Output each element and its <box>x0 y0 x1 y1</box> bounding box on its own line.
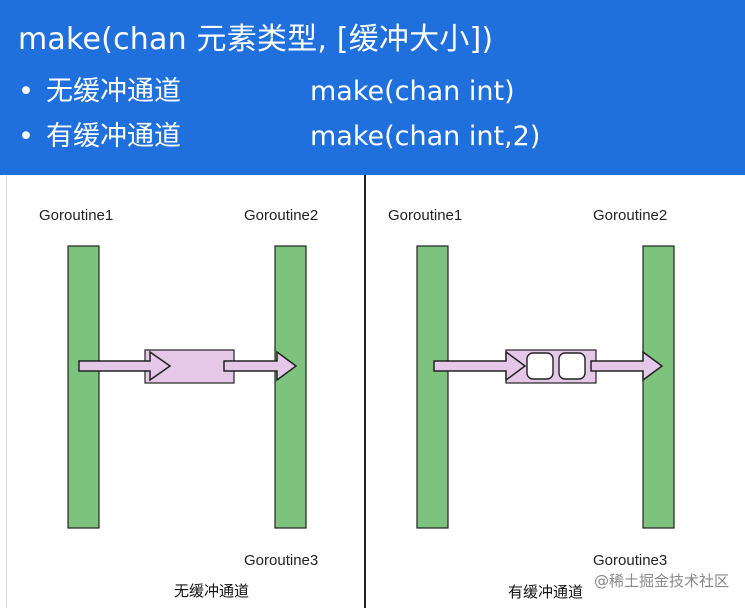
bullet-icon: • <box>18 121 34 152</box>
buffered-caption: 有缓冲通道 <box>508 583 584 601</box>
goroutine2-label: Goroutine2 <box>244 207 319 224</box>
send-arrow <box>433 350 527 382</box>
buffered-code: make(chan int,2) <box>310 121 541 152</box>
buffer-slot-1 <box>526 352 554 380</box>
send-arrow <box>78 350 172 382</box>
goroutine3-label: Goroutine3 <box>593 552 668 569</box>
goroutine2-label: Goroutine2 <box>593 207 668 224</box>
unbuffered-caption: 无缓冲通道 <box>174 582 250 600</box>
unbuffered-label: 无缓冲通道 <box>46 76 181 107</box>
page-title: make(chan 元素类型, [缓冲大小]) <box>18 22 494 57</box>
goroutine1-bar <box>416 245 449 529</box>
header-banner: make(chan 元素类型, [缓冲大小]) • 无缓冲通道 make(cha… <box>0 0 745 175</box>
goroutine2-bar <box>642 245 675 529</box>
goroutine1-label: Goroutine1 <box>39 207 114 224</box>
watermark: @稀土掘金技术社区 <box>593 572 729 590</box>
goroutine1-bar <box>67 245 100 529</box>
goroutine1-label: Goroutine1 <box>388 207 463 224</box>
panel-left-edge <box>6 175 7 608</box>
unbuffered-code: make(chan int) <box>310 76 515 107</box>
goroutine3-label: Goroutine3 <box>244 552 319 569</box>
bullet-icon: • <box>18 76 34 107</box>
receive-arrow <box>590 350 664 382</box>
buffer-slot-2 <box>558 352 586 380</box>
goroutine2-bar <box>274 245 307 529</box>
buffered-label: 有缓冲通道 <box>46 121 181 152</box>
panel-divider <box>364 175 366 608</box>
receive-arrow <box>223 350 298 382</box>
